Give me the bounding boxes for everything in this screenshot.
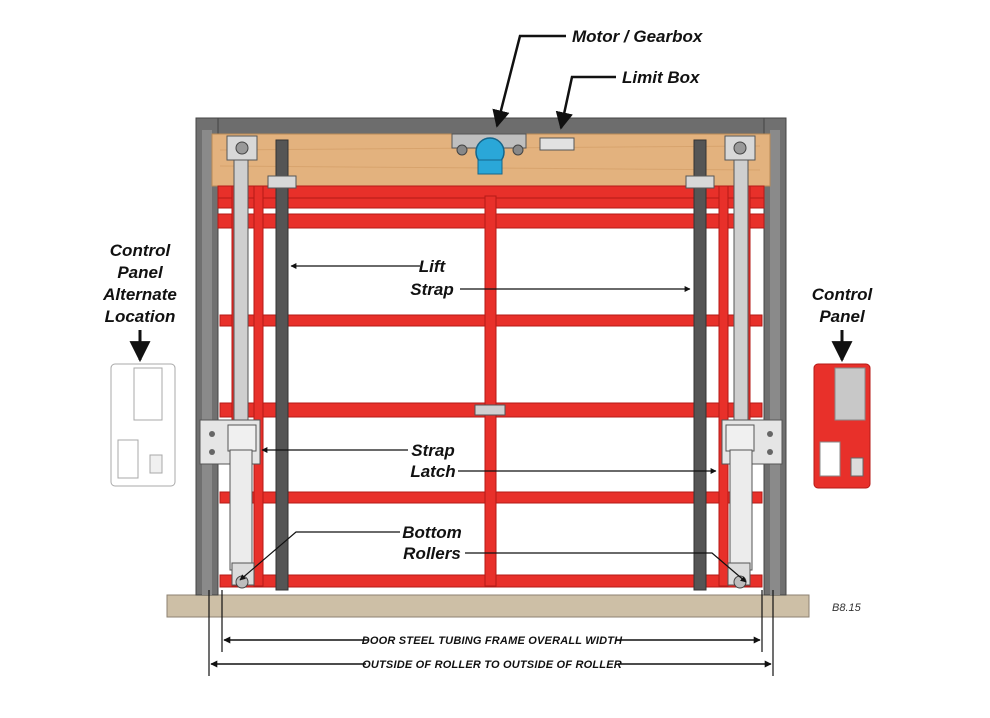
bottom-rollers-leader-left — [239, 531, 400, 581]
door-frame — [217, 185, 765, 588]
left-strap-assembly — [199, 135, 297, 591]
control-panel-alternate — [110, 363, 176, 487]
control-panel — [813, 363, 871, 489]
motor-leader — [492, 34, 566, 128]
roller-width-label: OUTSIDE OF ROLLER TO OUTSIDE OF ROLLER — [362, 659, 622, 671]
lift-strap-label-2: Strap — [410, 280, 453, 299]
bottom-rollers-label-1: Bottom — [402, 523, 461, 542]
right-strap-assembly — [685, 135, 783, 591]
dimension-lines — [208, 590, 774, 676]
steel-building-frame — [195, 117, 787, 596]
figure-code: B8.15 — [832, 602, 862, 614]
control-panel-alt-label-1: Control — [110, 241, 172, 260]
callout-arrows — [129, 34, 853, 583]
floor-slab — [166, 594, 810, 618]
motor-gearbox — [451, 133, 527, 175]
bottom-rollers-leader-right — [465, 552, 747, 583]
control-panel-alt-label-4: Location — [105, 307, 176, 326]
control-panel-alt-label-2: Panel — [117, 263, 164, 282]
bottom-rollers-label-2: Rollers — [403, 544, 461, 563]
limit-box-leader — [555, 75, 616, 130]
strap-latch-label-1: Strap — [411, 441, 454, 460]
frame-width-label: DOOR STEEL TUBING FRAME OVERALL WIDTH — [362, 635, 623, 647]
motor-label: Motor / Gearbox — [572, 27, 704, 46]
control-panel-label-2: Panel — [819, 307, 866, 326]
strap-latch-label-2: Latch — [410, 462, 455, 481]
limit-box-label: Limit Box — [622, 68, 701, 87]
limit-box — [539, 137, 575, 151]
lift-strap-label-1: Lift — [419, 257, 447, 276]
control-panel-alt-label-3: Alternate — [102, 285, 177, 304]
control-panel-label-1: Control — [812, 285, 874, 304]
center-latch-bar — [474, 404, 506, 416]
